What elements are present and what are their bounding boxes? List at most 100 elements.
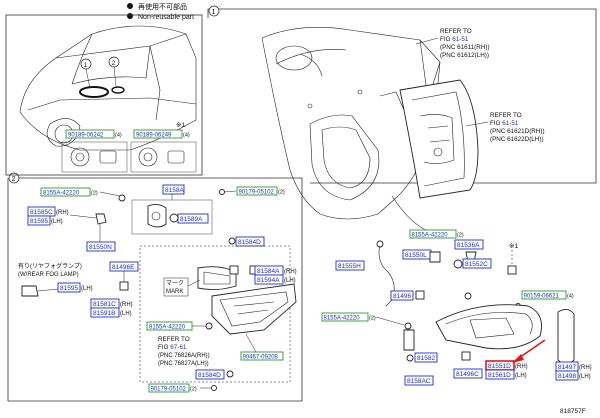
- part-81550l[interactable]: 81550L: [405, 252, 427, 259]
- section-frames: 1 2: [5, 5, 597, 402]
- side: (LH): [51, 219, 63, 225]
- part-81582-box[interactable]: [414, 352, 438, 363]
- part-8158ac[interactable]: 8158AC: [407, 378, 431, 385]
- qty: (4): [567, 294, 574, 300]
- part-8155a-42220-c-box[interactable]: [409, 229, 457, 239]
- part-8155a-42220-c[interactable]: 8155A-42220: [412, 233, 449, 239]
- part-81594a[interactable]: 81594A: [257, 277, 280, 284]
- legend-en: Non-reusable part: [138, 14, 194, 21]
- part-81581c[interactable]: 81581C: [93, 301, 116, 308]
- part-81595-fog[interactable]: 81595: [60, 285, 78, 292]
- part-81536a-box[interactable]: [454, 239, 484, 250]
- section-2-parts: 8155A-42220 (2) 8158A 90179-05102 (2) 81…: [18, 184, 297, 393]
- part-81584d[interactable]: 81584D: [238, 239, 261, 246]
- pnc-61622d: (PNC 61622D(LH)): [490, 136, 544, 143]
- part-81496[interactable]: 81496: [393, 293, 411, 300]
- part-81585c[interactable]: 81585C: [30, 209, 53, 216]
- part-81584a[interactable]: 81584A: [257, 268, 280, 275]
- part-81555h-box[interactable]: [335, 260, 365, 271]
- part-90179-05102-b[interactable]: 90179-05102: [151, 387, 187, 393]
- part-81589a[interactable]: 81589A: [180, 216, 203, 223]
- rear-lamp-drawing: [399, 79, 479, 199]
- refer-note-61-51-b: REFER TO FIG 61-51 (PNC 61621D(RH)) (PNC…: [465, 112, 545, 143]
- bulb-icon: [169, 213, 179, 223]
- side: (RH): [56, 210, 69, 216]
- fog-lamp-jp: 有り(リヤフォグランプ): [18, 262, 82, 270]
- part-81591b-box[interactable]: [90, 307, 120, 318]
- part-81561d[interactable]: 81561D: [488, 372, 511, 379]
- clip-details: ※1 90189-06242 (4) 90189-06249 (4): [61, 122, 197, 173]
- part-81498-box[interactable]: [555, 370, 579, 381]
- part-8158a[interactable]: 8158A: [165, 187, 184, 194]
- part-90159-06621[interactable]: 90159-06621: [524, 294, 560, 300]
- part-90189-06242[interactable]: 90189-06242: [68, 133, 104, 139]
- part-81496c-box[interactable]: [453, 368, 483, 379]
- part-90467-09208[interactable]: 90467-09208: [243, 355, 279, 361]
- mark-jp: マーク: [166, 280, 184, 287]
- part-81536a[interactable]: 81536A: [457, 242, 480, 249]
- part-90159-06621-box[interactable]: [521, 290, 567, 300]
- non-reusable-bullet-icon: [127, 3, 133, 9]
- rear-lamp-lower-body: [435, 304, 542, 350]
- part-81551d[interactable]: 81551D: [488, 363, 511, 370]
- vehicle-rear-drawing: 1 2: [19, 25, 197, 151]
- svg-text:FIG 61-51: FIG 61-51: [490, 120, 519, 127]
- qty: (2): [369, 316, 376, 322]
- part-90179-05102[interactable]: 90179-05102: [239, 190, 275, 196]
- part-81584d-b[interactable]: 81584D: [198, 372, 221, 379]
- part-81498[interactable]: 81498: [558, 373, 576, 380]
- mark-en: MARK: [166, 289, 183, 295]
- part-81561d-box[interactable]: [485, 369, 515, 380]
- part-8158a-box[interactable]: [162, 184, 185, 195]
- part-81552c-box[interactable]: [462, 258, 492, 269]
- part-81550n[interactable]: 81550N: [89, 244, 112, 251]
- tail-lamp-highlight: [79, 86, 109, 98]
- pnc-76827a: (PNC 76827A(LH)): [158, 361, 209, 367]
- part-90189-06249-box[interactable]: [133, 129, 183, 139]
- clip-side-icon: [167, 150, 185, 164]
- part-81550n-box[interactable]: [86, 241, 116, 252]
- fig-67-61-link[interactable]: 67-61: [170, 344, 187, 351]
- part-81584d-b-box[interactable]: [195, 369, 225, 380]
- fog-connector-icon: [21, 285, 39, 297]
- part-8155a-42220-d[interactable]: 8155A-42220: [324, 316, 361, 322]
- part-81552c[interactable]: 81552C: [465, 261, 488, 268]
- part-81595[interactable]: 81595: [30, 218, 48, 225]
- legend: 再使用不可部品 Non-reusable part: [127, 2, 194, 21]
- part-90179-05102-box[interactable]: [236, 186, 278, 196]
- side: (LH): [284, 278, 296, 284]
- fig-61-51-link[interactable]: 61-51: [502, 120, 519, 127]
- part-8155a-42220-d-box[interactable]: [321, 312, 369, 322]
- section-1-number: 1: [212, 9, 216, 16]
- side: (RH): [579, 365, 592, 371]
- fig-61-51-link[interactable]: 61-51: [452, 36, 469, 43]
- fog-lamp-en: (W/REAR FOG LAMP): [18, 272, 79, 278]
- part-8155a-42220-box[interactable]: [40, 187, 91, 197]
- part-81497[interactable]: 81497: [558, 364, 576, 371]
- svg-text:FIG 67-61: FIG 67-61: [158, 344, 187, 351]
- qty: (2): [91, 191, 98, 197]
- part-81555h[interactable]: 81555H: [338, 263, 361, 270]
- clip-grommet-icon: [70, 147, 90, 167]
- part-81496-box[interactable]: [390, 290, 414, 301]
- part-90179-05102-b-box[interactable]: [148, 383, 190, 393]
- non-reusable-bullet-icon: [127, 13, 133, 19]
- part-81595-fog-box[interactable]: [57, 282, 81, 293]
- part-90189-06242-box[interactable]: [65, 129, 115, 139]
- part-81582[interactable]: 81582: [417, 355, 435, 362]
- part-81595-box[interactable]: [27, 215, 51, 226]
- part-8155a-42220[interactable]: 8155A-42220: [43, 191, 80, 197]
- part-90467-09208-box[interactable]: [240, 351, 284, 361]
- section-1-circle: [208, 5, 220, 17]
- part-8155a-42220-b[interactable]: 8155A-42220: [149, 325, 186, 331]
- qty: (4): [183, 133, 190, 139]
- side: (LH): [120, 311, 132, 317]
- part-8158ac-box[interactable]: [404, 375, 434, 386]
- part-81496c[interactable]: 81496C: [456, 371, 479, 378]
- part-90189-06249[interactable]: 90189-06249: [136, 133, 172, 139]
- part-81496e[interactable]: 81496E: [112, 264, 135, 271]
- part-81594a-box[interactable]: [254, 274, 284, 285]
- section-1-frame: [207, 8, 597, 184]
- part-81591b[interactable]: 81591B: [93, 310, 115, 317]
